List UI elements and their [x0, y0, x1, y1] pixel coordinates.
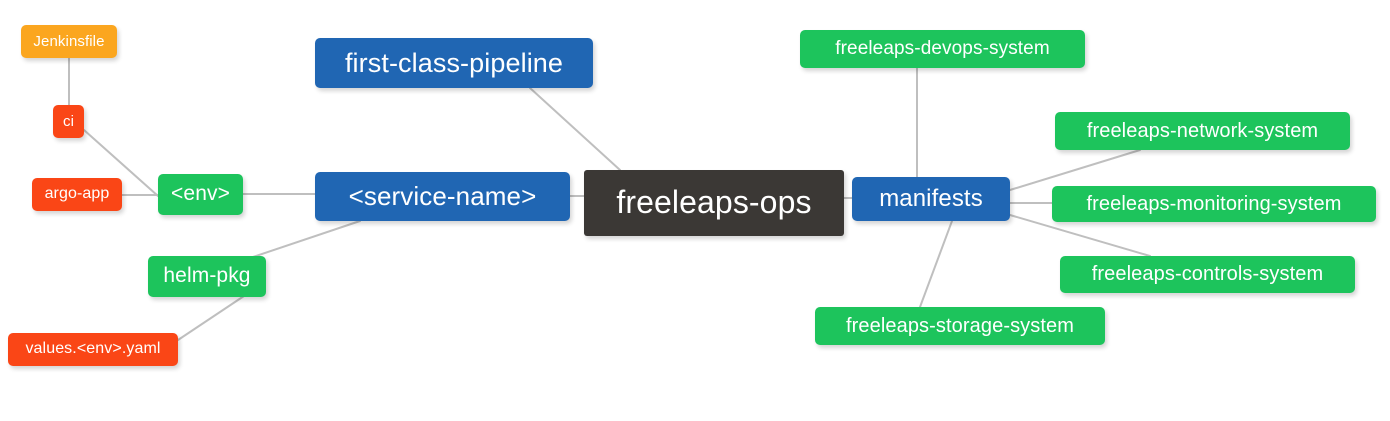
node-freeleaps-network-system[interactable]: freeleaps-network-system: [1055, 112, 1350, 150]
node-label: freeleaps-devops-system: [835, 38, 1050, 60]
node-service-name[interactable]: <service-name>: [315, 172, 570, 221]
node-env[interactable]: <env>: [158, 174, 243, 215]
node-first-class-pipeline[interactable]: first-class-pipeline: [315, 38, 593, 88]
node-label: <service-name>: [348, 180, 537, 211]
node-jenkinsfile[interactable]: Jenkinsfile: [21, 25, 117, 58]
node-freeleaps-controls-system[interactable]: freeleaps-controls-system: [1060, 256, 1355, 293]
edge-helm-pkg-to-service-name: [249, 220, 361, 259]
edge-manifests-to-freeleaps-storage-system: [919, 220, 953, 308]
node-manifests[interactable]: manifests: [852, 177, 1010, 221]
node-label: first-class-pipeline: [344, 47, 564, 78]
node-label: helm-pkg: [163, 264, 251, 288]
node-freeleaps-monitoring-system[interactable]: freeleaps-monitoring-system: [1052, 186, 1376, 222]
node-argo-app[interactable]: argo-app: [32, 178, 122, 211]
node-label: manifests: [879, 185, 983, 213]
edge-first-class-pipeline-to-freeleaps-ops: [529, 87, 621, 171]
edge-values-env-yaml-to-helm-pkg: [177, 291, 251, 341]
node-label: <env>: [171, 182, 230, 206]
node-label: freeleaps-storage-system: [845, 314, 1075, 337]
node-label: argo-app: [44, 185, 110, 203]
node-values-env-yaml[interactable]: values.<env>.yaml: [8, 333, 178, 366]
node-label: freeleaps-ops: [616, 184, 812, 221]
node-freeleaps-storage-system[interactable]: freeleaps-storage-system: [815, 307, 1105, 345]
node-freeleaps-devops-system[interactable]: freeleaps-devops-system: [800, 30, 1085, 68]
node-helm-pkg[interactable]: helm-pkg: [148, 256, 266, 297]
node-freeleaps-ops[interactable]: freeleaps-ops: [584, 170, 844, 236]
node-label: ci: [62, 112, 75, 130]
node-ci[interactable]: ci: [53, 105, 84, 138]
node-label: values.<env>.yaml: [25, 340, 161, 358]
node-label: freeleaps-controls-system: [1091, 263, 1324, 285]
node-label: freeleaps-network-system: [1086, 119, 1319, 142]
node-label: freeleaps-monitoring-system: [1086, 192, 1342, 215]
edge-manifests-to-freeleaps-network-system: [1009, 149, 1141, 191]
node-label: Jenkinsfile: [33, 32, 105, 50]
